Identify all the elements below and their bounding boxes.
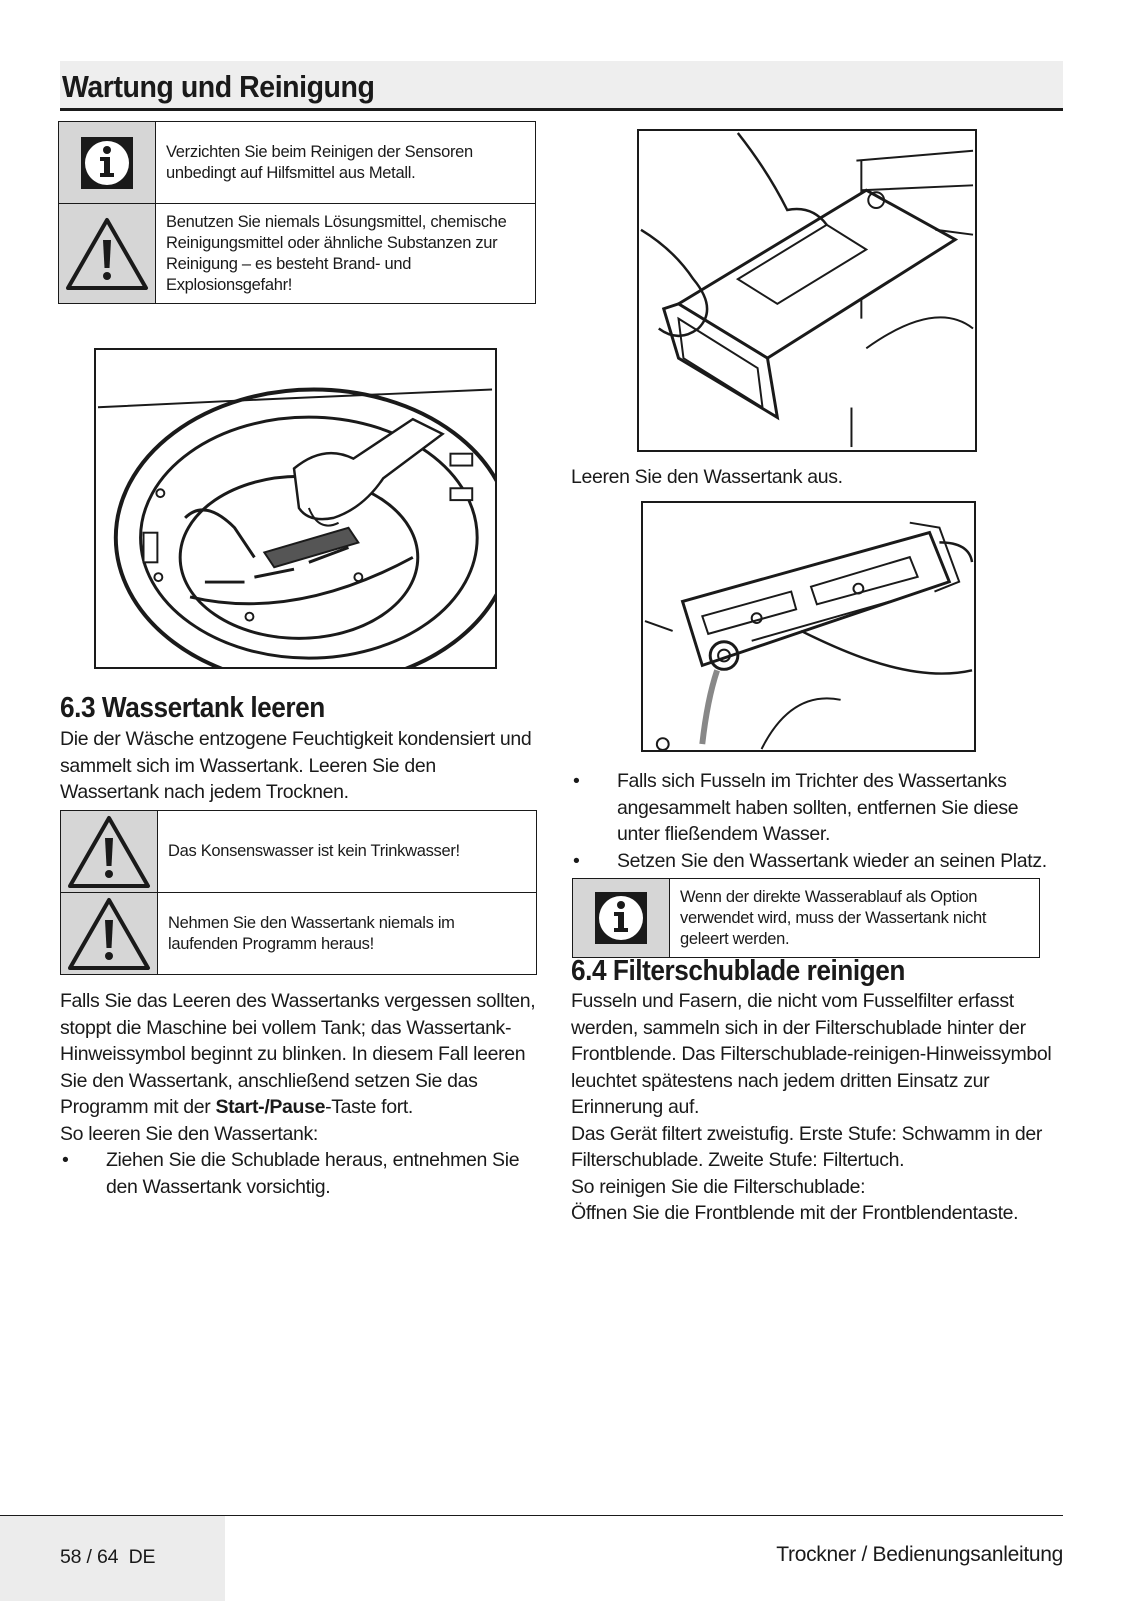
section-63-title: 6.3 Wassertank leeren [60,692,325,724]
note-text: Benutzen Sie niemals Lösungsmittel, chem… [166,212,507,294]
warning-text: Das Konsenswasser ist kein Trinkwasser! [168,842,460,860]
figure-empty-tank [641,501,976,752]
body-paragraph: Falls Sie das Leeren des Wassertanks ver… [60,988,540,1121]
section-63-body: Falls Sie das Leeren des Wassertanks ver… [60,988,540,1200]
list-item: • Setzen Sie den Wassertank wieder an se… [571,848,1051,875]
list-item-text: Falls sich Fusseln im Trichter des Wasse… [617,770,1019,845]
list-item-text: Ziehen Sie die Schublade heraus, entnehm… [106,1149,520,1198]
section-64-body: Fusseln und Fasern, die nicht vom Fussel… [571,988,1053,1227]
note-row-info: Verzichten Sie beim Reinigen der Sensore… [59,122,535,204]
section-64-title: 6.4 Filterschublade reinigen [571,955,905,987]
section-63-bullets-right: • Falls sich Fusseln im Trichter des Was… [571,768,1051,874]
caption-empty-tank: Leeren Sie den Wassertank aus. [571,466,843,488]
body-paragraph: Das Gerät filtert zweistufig. Erste Stuf… [571,1122,1042,1172]
bullet-icon: • [573,770,580,792]
warning-text: Nehmen Sie den Wassertank niemals im lau… [168,913,455,953]
footer-page-box [0,1516,225,1601]
page-number: 58 / 64 DE [60,1546,156,1568]
info-icon [59,122,156,203]
list-item-text: Setzen Sie den Wassertank wieder an sein… [617,849,1047,872]
notes-table-top: Verzichten Sie beim Reinigen der Sensore… [58,121,536,304]
bullet-icon: • [573,849,580,872]
bullet-icon: • [62,1149,69,1171]
howto-text: So leeren Sie den Wassertank: [60,1122,318,1145]
warning-icon [59,204,156,303]
intro-text: Die der Wäsche entzogene Feuchtigkeit ko… [60,728,532,803]
note-text: Verzichten Sie beim Reinigen der Sensore… [166,142,473,182]
document-title: Trockner / Bedienungsanleitung [776,1543,1063,1566]
body-text: Falls Sie das Leeren des Wassertanks ver… [60,990,536,1118]
warning-icon [61,893,158,974]
warning-row: Das Konsenswasser ist kein Trinkwasser! [61,811,536,893]
note-row-warning: Benutzen Sie niemals Lösungsmittel, chem… [59,204,535,303]
figure-pull-drawer [637,129,977,452]
body-paragraph: Öffnen Sie die Frontblende mit der Front… [571,1202,1019,1224]
list-item: • Ziehen Sie die Schublade heraus, entne… [60,1147,540,1200]
warning-icon [61,811,158,892]
note-text: Wenn der direkte Wasserablauf als Option… [680,887,987,948]
note-table-direct-drain: Wenn der direkte Wasserablauf als Option… [572,878,1040,958]
start-pause-label: Start-/Pause [215,1096,326,1118]
body-paragraph: So reinigen Sie die Filterschublade: [571,1175,866,1198]
section-63-intro: Die der Wäsche entzogene Feuchtigkeit ko… [60,726,536,806]
warnings-table-63: Das Konsenswasser ist kein Trinkwasser! … [60,810,537,975]
list-item: • Falls sich Fusseln im Trichter des Was… [571,768,1051,848]
body-paragraph: Fusseln und Fasern, die nicht vom Fussel… [571,990,1052,1118]
section-header: Wartung und Reinigung [60,61,1063,111]
figure-sensor-cleaning [94,348,497,669]
warning-row: Nehmen Sie den Wassertank niemals im lau… [61,893,536,974]
info-icon [573,879,670,957]
page-title: Wartung und Reinigung [62,69,375,104]
body-text: -Taste fort. [325,1096,414,1118]
note-row-info: Wenn der direkte Wasserablauf als Option… [573,879,1039,957]
footer-divider [0,1515,1063,1516]
